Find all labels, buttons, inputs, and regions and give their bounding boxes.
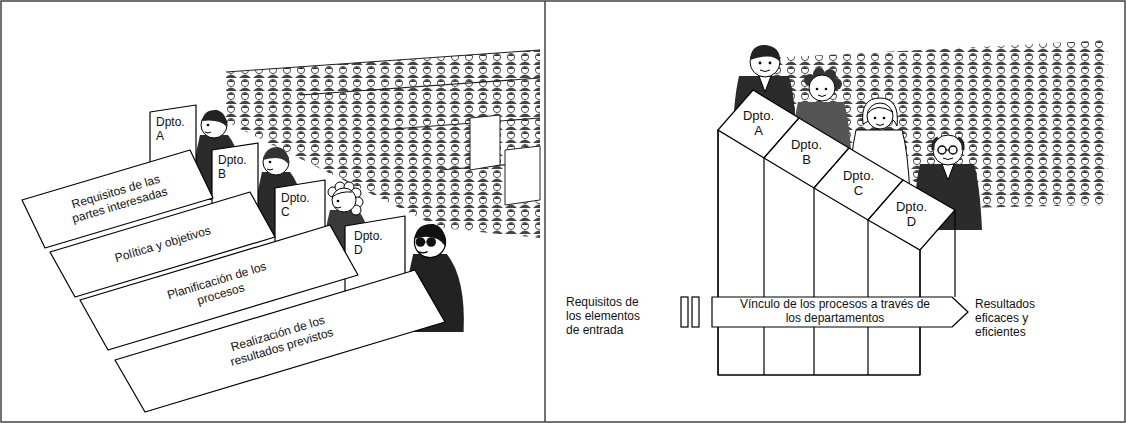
crowd-left-part [226,50,540,238]
node-text: Dpto. C [840,169,878,199]
person-right-1-part [759,76,771,92]
person-right-2-part [816,88,819,91]
node-text: Vínculo de los procesos a través de los … [735,298,935,326]
node-shape [115,270,445,412]
person-right-1-part [760,70,770,72]
person-right-3-part [883,117,886,120]
person-right-4-part [949,146,957,154]
node-text: Dpto. B [218,154,252,182]
person-right-4-part [938,146,946,154]
person-right-2-part [818,95,826,97]
department-columns-part [763,158,764,375]
flow-label: Resultados eficaces y eficientes [975,298,1055,339]
person-d-part [416,237,426,247]
input-bars-part [681,297,688,327]
person-d-part [414,224,445,247]
node-text: Dpto. D [354,230,388,258]
person-right-1-part [759,62,762,65]
person-right-4-part [946,150,949,151]
person-a-part [207,124,210,127]
person-right-3-part [876,124,884,126]
person-c-part [332,188,356,212]
department-column: Dpto. D [868,180,955,250]
person-b-part [267,169,273,170]
person-right-1-part [769,62,772,65]
crowd-left-part [505,146,540,205]
node-text: Dpto. D [893,200,931,230]
person-right-2-part [809,75,835,101]
person-c-part [337,200,340,203]
node-text: Dpto. C [281,192,315,220]
person-right-4-part [933,138,938,150]
person-a-part [202,110,227,127]
node-text: Dpto. A [740,109,778,139]
node-text: Dpto. A [156,116,190,144]
department-columns-part [718,374,920,375]
input-bars-part [692,297,699,327]
person-right-3-part [867,103,893,129]
crowd-left-part [380,118,540,130]
department-columns-part [717,130,718,375]
crowd-left-part [226,50,540,72]
person-c-part [332,192,352,197]
person-right-3-part [874,117,877,120]
crowd-left-part [470,115,500,170]
person-d-part [418,252,428,253]
department-columns-part [954,210,955,297]
crowd-left-part [300,78,540,95]
person-right-3-part [867,107,893,114]
node-text: Dpto. B [788,138,826,168]
department-columns-part [813,188,814,375]
node-shape [868,180,955,250]
process-arrow: Vínculo de los procesos a través de los … [712,297,968,327]
person-d-part [426,237,436,247]
node-shape [712,297,968,327]
frame-part [544,1,546,422]
process-band: Realización de los resultados previstos [115,270,445,412]
person-right-1-part [750,45,780,62]
person-right-4-part [958,138,963,150]
person-b-part [263,147,289,166]
person-right-2-part [825,88,828,91]
person-right-4-part [942,164,954,180]
person-d-part [425,241,426,242]
person-a-part [205,132,211,133]
crowd-left [226,50,540,238]
person-right-4-part [943,158,953,160]
person-b-part [269,161,272,164]
department-columns [718,130,955,375]
person-right-4-part [933,135,963,165]
flow-label: Requisitos de los elementos de entrada [566,296,656,337]
input-bars [681,297,699,327]
person-c-part [335,207,341,208]
